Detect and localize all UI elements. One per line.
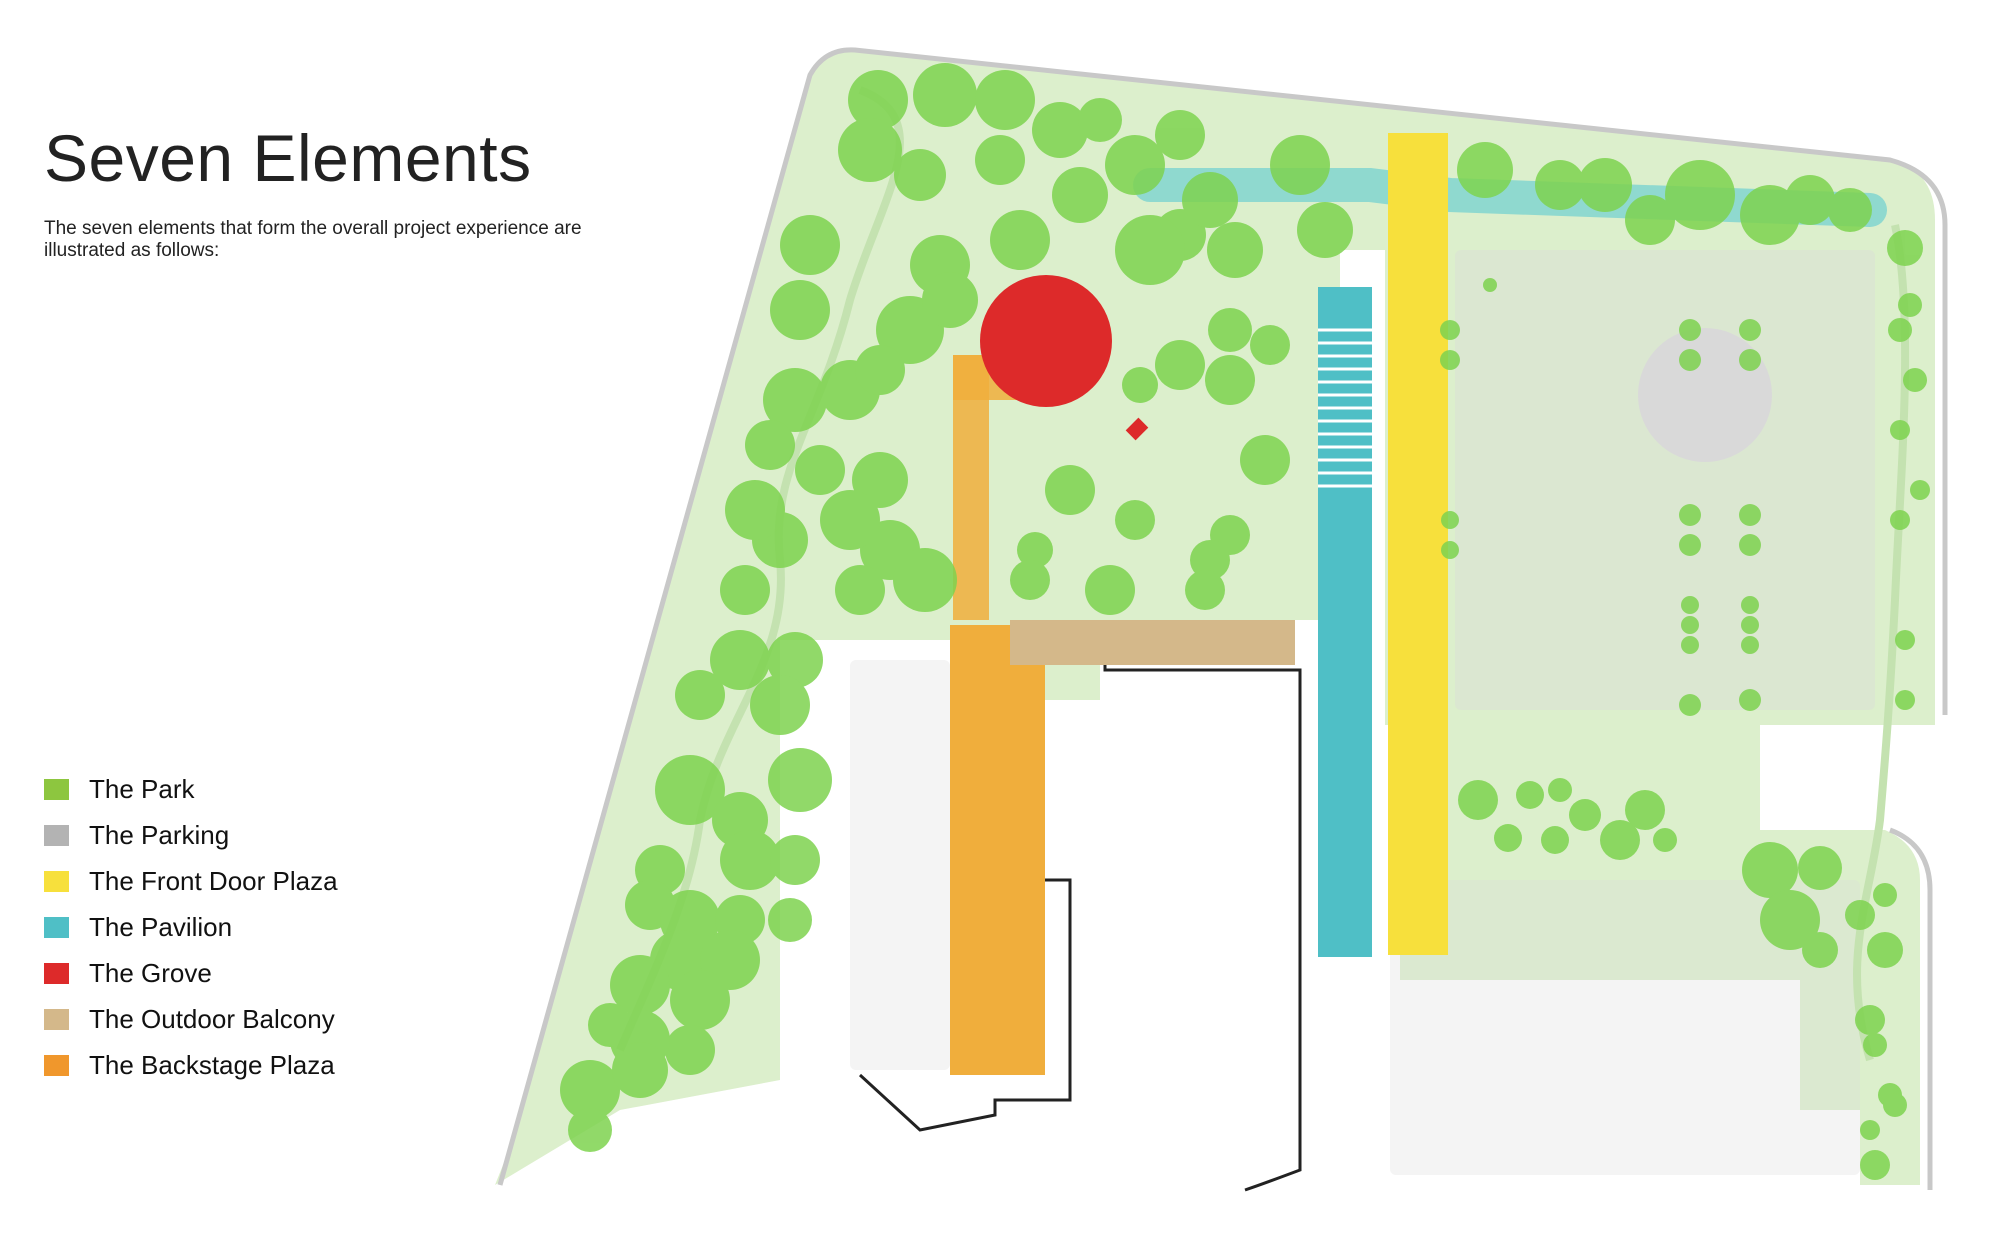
legend-swatch-parking xyxy=(44,824,69,846)
legend-item-grove: The Grove xyxy=(44,950,338,996)
parking-lot-south xyxy=(1390,880,1860,1175)
trees xyxy=(560,63,1930,1180)
legend-item-front-door-plaza: The Front Door Plaza xyxy=(44,858,338,904)
site-boundary xyxy=(497,47,1948,1186)
legend-label-backstage-plaza: The Backstage Plaza xyxy=(89,1049,335,1080)
backstage-plaza xyxy=(950,625,1045,1075)
pavilion xyxy=(1318,287,1372,957)
legend-item-parking: The Parking xyxy=(44,812,338,858)
legend-item-backstage-plaza: The Backstage Plaza xyxy=(44,1042,338,1088)
legend-item-outdoor-balcony: The Outdoor Balcony xyxy=(44,996,338,1042)
legend-swatch-backstage-plaza xyxy=(44,1054,69,1076)
legend-label-park: The Park xyxy=(89,773,195,804)
legend-label-front-door-plaza: The Front Door Plaza xyxy=(89,865,338,896)
legend-label-parking: The Parking xyxy=(89,819,230,850)
pavilion-stripes xyxy=(1318,328,1372,488)
legend-item-park: The Park xyxy=(44,766,338,812)
parking-lot-east xyxy=(1455,250,1875,710)
front-door-plaza xyxy=(1388,133,1448,955)
outdoor-balcony xyxy=(1010,620,1295,665)
site-boundary-south xyxy=(1889,827,1933,1190)
grove-circle xyxy=(980,275,1112,407)
parking-gray-circle xyxy=(1638,328,1772,462)
legend-swatch-outdoor-balcony xyxy=(44,1008,69,1030)
page-title: Seven Elements xyxy=(44,121,532,195)
legend-swatch-front-door-plaza xyxy=(44,870,69,892)
page-subtitle: The seven elements that form the overall… xyxy=(44,218,582,261)
grove-marker xyxy=(1125,417,1149,441)
legend: The Park The Parking The Front Door Plaz… xyxy=(44,766,338,1088)
park-lawn xyxy=(495,49,1935,1186)
legend-swatch-park xyxy=(44,778,69,800)
legend-label-outdoor-balcony: The Outdoor Balcony xyxy=(89,1003,335,1034)
legend-swatch-pavilion xyxy=(44,916,69,938)
legend-label-pavilion: The Pavilion xyxy=(89,911,233,942)
legend-item-pavilion: The Pavilion xyxy=(44,904,338,950)
legend-swatch-grove xyxy=(44,962,69,984)
legend-label-grove: The Grove xyxy=(89,957,212,988)
parking-lot-west xyxy=(850,660,950,1070)
